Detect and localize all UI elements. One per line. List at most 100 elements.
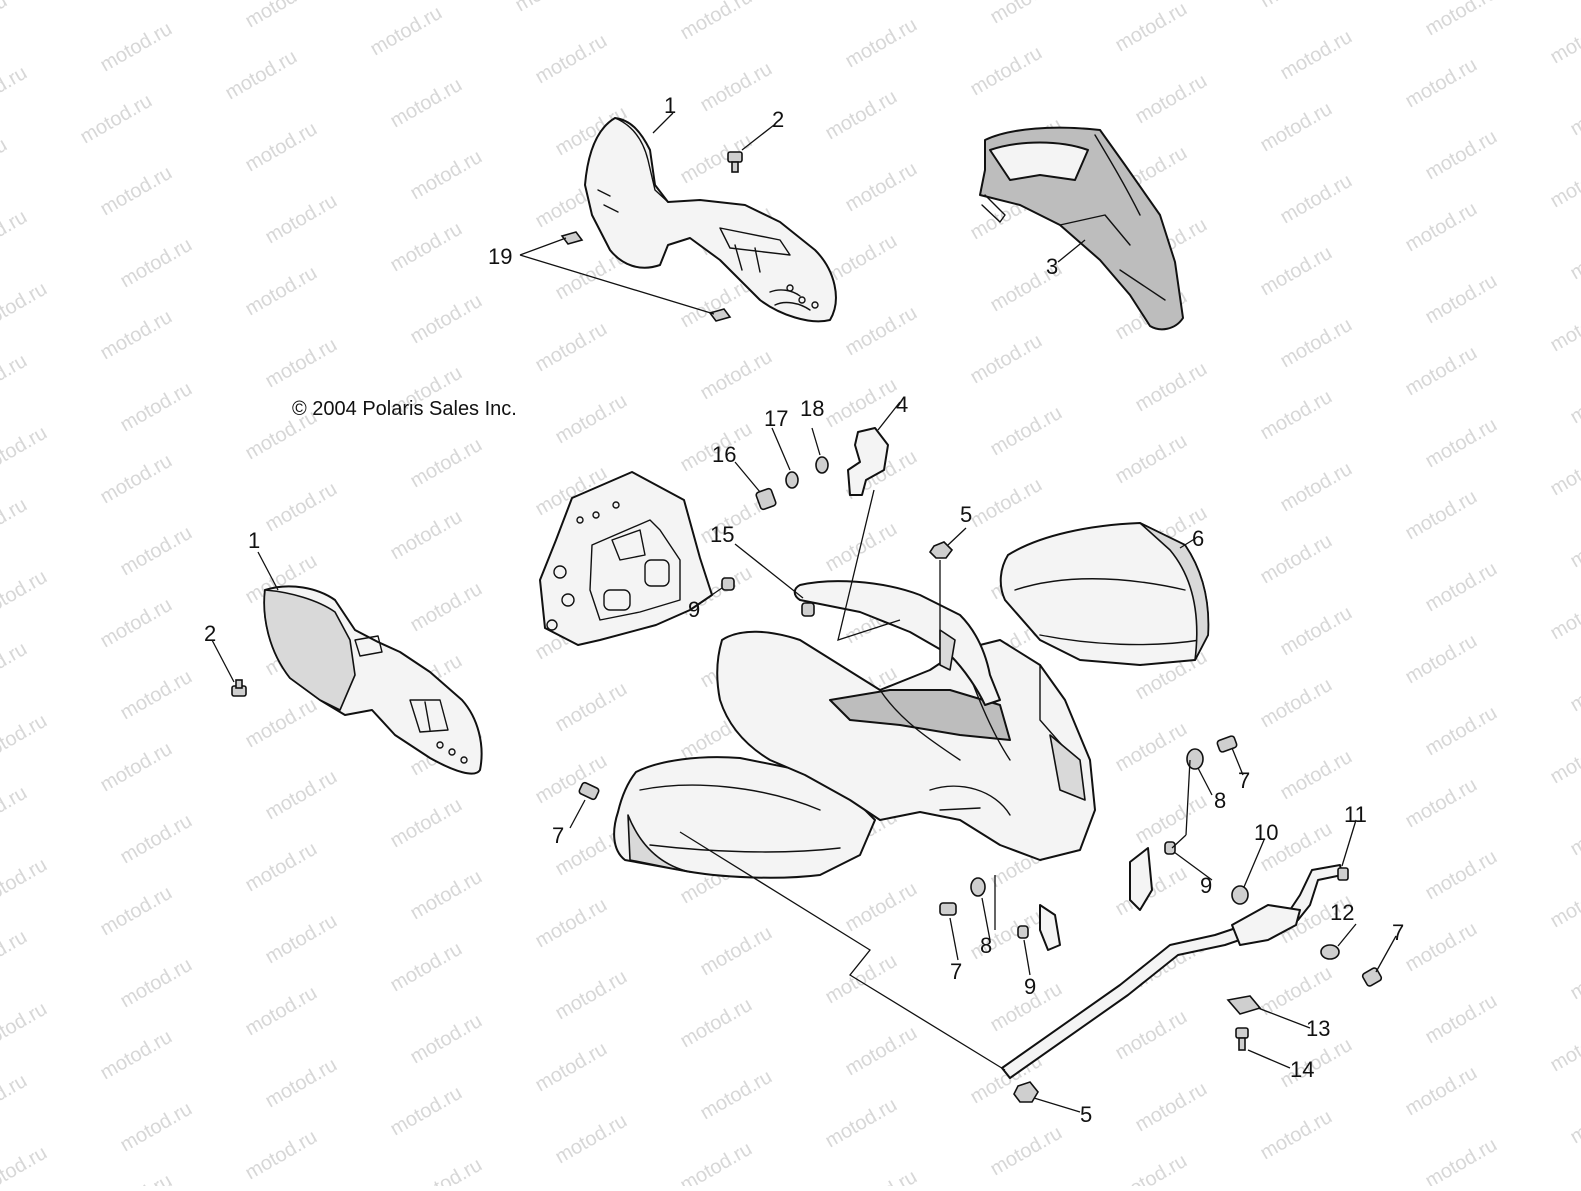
- callout-7-lower: 7: [950, 959, 962, 984]
- spacer-15: [802, 603, 814, 616]
- watermark-text: motod.ru: [822, 374, 901, 433]
- watermark-text: motod.ru: [842, 878, 921, 937]
- watermark-text: motod.ru: [387, 506, 466, 565]
- watermark-text: motod.ru: [407, 434, 486, 493]
- watermark-text: motod.ru: [1422, 1134, 1501, 1186]
- callout-14: 14: [1290, 1057, 1314, 1082]
- watermark-text: motod.ru: [677, 994, 756, 1053]
- clip-13: [1228, 996, 1260, 1014]
- watermark-text: motod.ru: [1422, 558, 1501, 617]
- watermark-text: motod.ru: [1112, 718, 1191, 777]
- watermark-text: motod.ru: [842, 1022, 921, 1081]
- side-panel-top: [585, 118, 836, 321]
- watermark-text: motod.ru: [117, 378, 196, 437]
- watermark-text: motod.ru: [697, 346, 776, 405]
- watermark-text: motod.ru: [97, 18, 176, 77]
- watermark-text: motod.ru: [1402, 918, 1481, 977]
- watermark-text: motod.ru: [1277, 458, 1356, 517]
- watermark-text: motod.ru: [1277, 746, 1356, 805]
- watermark-text: motod.ru: [97, 450, 176, 509]
- callout-5-upper: 5: [960, 502, 972, 527]
- callout-10: 10: [1254, 820, 1278, 845]
- watermark-text: motod.ru: [552, 966, 631, 1025]
- bolt-7-right-upper: [1216, 735, 1237, 752]
- watermark-text: motod.ru: [1567, 226, 1581, 285]
- callout-9-right: 9: [1200, 873, 1212, 898]
- watermark-text: motod.ru: [1277, 602, 1356, 661]
- watermark-text: motod.ru: [822, 518, 901, 577]
- watermark-text: motod.ru: [532, 30, 611, 89]
- watermark-text: motod.ru: [1547, 1162, 1581, 1186]
- watermark-text: motod.ru: [1567, 946, 1581, 1005]
- watermark-text: motod.ru: [407, 1154, 486, 1186]
- watermark-text: motod.ru: [1547, 874, 1581, 933]
- watermark-text: motod.ru: [1402, 198, 1481, 257]
- watermark-text: motod.ru: [97, 1170, 176, 1186]
- watermark-text: motod.ru: [242, 1126, 321, 1185]
- copyright-text: © 2004 Polaris Sales Inc.: [292, 398, 517, 420]
- watermark-text: motod.ru: [822, 86, 901, 145]
- watermark-text: motod.ru: [1402, 342, 1481, 401]
- watermark-text: motod.ru: [1547, 154, 1581, 213]
- watermark-text: motod.ru: [1402, 486, 1481, 545]
- watermark-text: motod.ru: [1547, 1018, 1581, 1077]
- watermark-text: motod.ru: [262, 1054, 341, 1113]
- watermark-text: motod.ru: [1422, 702, 1501, 761]
- watermark-text: motod.ru: [1422, 846, 1501, 905]
- watermark-text: motod.ru: [1132, 70, 1211, 129]
- watermark-text: motod.ru: [387, 938, 466, 997]
- watermark-text: motod.ru: [1547, 10, 1581, 69]
- watermark-text: motod.ru: [532, 750, 611, 809]
- callout-15: 15: [710, 522, 734, 547]
- watermark-text: motod.ru: [97, 594, 176, 653]
- watermark-text: motod.ru: [967, 42, 1046, 101]
- watermark-text: motod.ru: [117, 1098, 196, 1157]
- watermark-text: motod.ru: [987, 1122, 1066, 1181]
- watermark-text: motod.ru: [1112, 430, 1191, 489]
- watermark-text: motod.ru: [552, 1110, 631, 1169]
- watermark-text: motod.ru: [387, 794, 466, 853]
- callout-6: 6: [1192, 526, 1204, 551]
- watermark-text: motod.ru: [0, 350, 31, 409]
- watermark-text: motod.ru: [0, 206, 31, 265]
- watermark-text: motod.ru: [987, 0, 1066, 28]
- watermark-text: motod.ru: [407, 866, 486, 925]
- watermark-text: motod.ru: [1277, 26, 1356, 85]
- callout-5-lower: 5: [1080, 1102, 1092, 1127]
- watermark-text: motod.ru: [387, 1082, 466, 1141]
- watermark-text: motod.ru: [1567, 802, 1581, 861]
- washers-16-17-18: [755, 457, 828, 510]
- watermark-text: motod.ru: [677, 1138, 756, 1186]
- callout-17: 17: [764, 406, 788, 431]
- watermark-text: motod.ru: [1567, 1090, 1581, 1149]
- watermark-text: motod.ru: [697, 922, 776, 981]
- watermark-text: motod.ru: [987, 402, 1066, 461]
- watermark-text: motod.ru: [0, 566, 51, 625]
- watermark-text: motod.ru: [532, 1038, 611, 1097]
- watermark-text: motod.ru: [0, 494, 31, 553]
- watermark-text: motod.ru: [222, 46, 301, 105]
- watermark-text: motod.ru: [1257, 98, 1336, 157]
- watermark-text: motod.ru: [0, 926, 31, 985]
- watermark-text: motod.ru: [1422, 414, 1501, 473]
- watermark-text: motod.ru: [1257, 674, 1336, 733]
- watermark-text: motod.ru: [242, 262, 321, 321]
- watermark-text: motod.ru: [242, 838, 321, 897]
- watermark-text: motod.ru: [262, 190, 341, 249]
- watermark-text: motod.ru: [242, 982, 321, 1041]
- watermark-text: motod.ru: [842, 1166, 921, 1186]
- watermark-text: motod.ru: [1257, 386, 1336, 445]
- watermark-text: motod.ru: [387, 74, 466, 133]
- watermark-text: motod.ru: [1402, 1062, 1481, 1121]
- watermark-text: motod.ru: [242, 0, 321, 32]
- watermark-text: motod.ru: [552, 678, 631, 737]
- washer-12: [1321, 945, 1339, 959]
- bolt-7-left: [578, 782, 599, 800]
- watermark-text: motod.ru: [97, 162, 176, 221]
- watermark-text: motod.ru: [1257, 0, 1336, 12]
- watermark-text: motod.ru: [1257, 530, 1336, 589]
- watermark-text: motod.ru: [1567, 82, 1581, 141]
- watermark-text: motod.ru: [1402, 774, 1481, 833]
- callout-7-far-right: 7: [1392, 920, 1404, 945]
